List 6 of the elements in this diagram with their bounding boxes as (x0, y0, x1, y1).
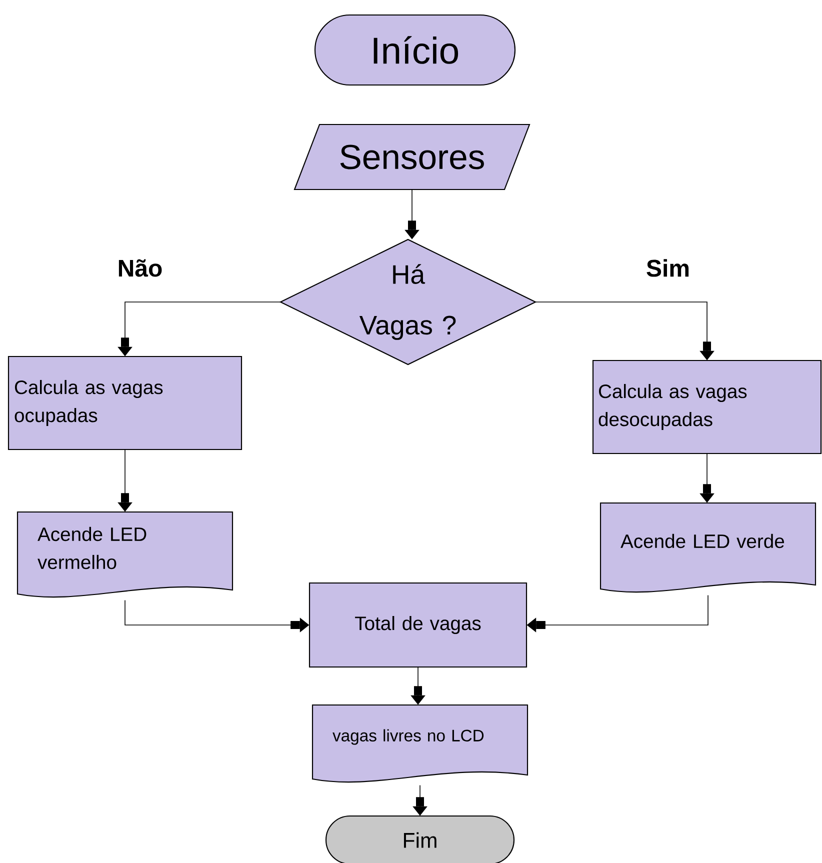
process-box: Total de vagas (308, 582, 528, 668)
process-box: Calcula as vagas desocupadas (592, 360, 822, 454)
input-parallelogram: Sensores (294, 124, 530, 190)
edge-label: Não (116, 258, 164, 278)
process-box: Calcula as vagas ocupadas (8, 356, 242, 450)
edge-label: Sim (644, 258, 692, 278)
